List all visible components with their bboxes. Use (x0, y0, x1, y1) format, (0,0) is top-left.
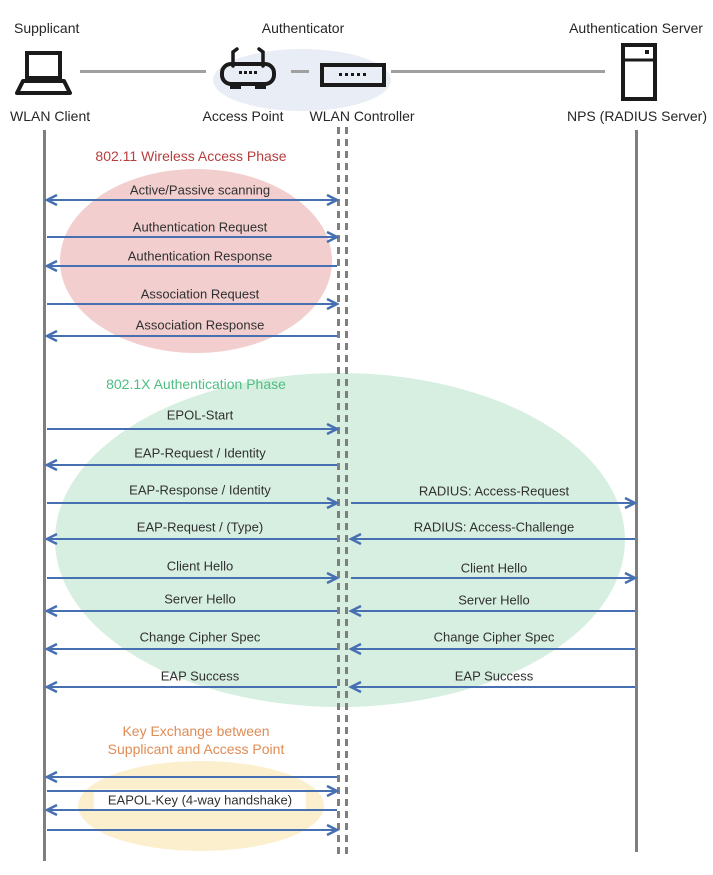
message-arrow (44, 770, 337, 784)
message-label: Association Response (135, 317, 265, 333)
access-point-icon (220, 47, 276, 89)
message-arrow (47, 230, 340, 244)
message-label: RADIUS: Access-Request (418, 483, 570, 499)
message-label: EAP-Response / Identity (129, 482, 271, 498)
message-label: Server Hello (458, 592, 530, 608)
message-arrow (47, 784, 340, 798)
connector-wlc-server (391, 70, 605, 73)
message-arrow (47, 571, 340, 585)
message-label: Association Request (140, 286, 260, 302)
message-label: RADIUS: Access-Challenge (413, 519, 575, 535)
lifeline-wlan-client (43, 130, 46, 861)
message-arrow (47, 297, 340, 311)
lifeline-authenticator-left (337, 127, 340, 857)
message-arrow (44, 642, 337, 656)
server-icon (621, 43, 657, 101)
message-arrow (348, 604, 635, 618)
device-label-nps-radius-server: NPS (RADIUS Server) (566, 108, 708, 124)
wlan-controller-icon (320, 63, 386, 87)
message-arrow (348, 532, 635, 546)
actor-role-authentication-server: Authentication Server (569, 20, 703, 36)
message-label: Client Hello (166, 558, 234, 574)
message-label: EAP-Request / Identity (134, 445, 266, 461)
message-arrow (348, 642, 635, 656)
device-label-wlan-controller: WLAN Controller (309, 108, 415, 124)
message-arrow (351, 571, 638, 585)
connector-ap-wlc (291, 70, 309, 73)
message-arrow (47, 823, 340, 837)
phase-80211-wireless-access-title: 802.11 Wireless Access Phase (95, 148, 287, 164)
message-label: Server Hello (164, 591, 236, 607)
message-label: Active/Passive scanning (129, 182, 271, 198)
message-label: Change Cipher Spec (433, 629, 555, 645)
message-label: Authentication Response (127, 248, 273, 264)
device-label-wlan-client: WLAN Client (10, 108, 91, 124)
authenticator-group-ellipse (213, 49, 391, 111)
laptop-icon (15, 51, 72, 95)
message-arrow (47, 422, 340, 436)
message-arrow (44, 680, 337, 694)
message-label: EAP-Request / (Type) (136, 519, 264, 535)
device-label-access-point: Access Point (202, 108, 284, 124)
message-arrow (44, 329, 337, 343)
message-arrow (44, 193, 340, 207)
message-label: EPOL-Start (166, 407, 234, 423)
connector-client-ap (80, 70, 206, 73)
message-arrow (44, 532, 337, 546)
message-arrow (47, 496, 340, 510)
message-label: EAP Success (160, 668, 240, 684)
lifeline-authenticator-right (345, 127, 348, 857)
message-label: Change Cipher Spec (139, 629, 261, 645)
message-arrow (44, 259, 337, 273)
message-arrow (44, 604, 337, 618)
message-label: EAPOL-Key (4-way handshake) (93, 789, 307, 811)
message-arrow (44, 458, 337, 472)
lifeline-radius-server (635, 130, 638, 852)
message-label: EAP Success (454, 668, 534, 684)
phase-8021x-authentication-title: 802.1X Authentication Phase (106, 376, 286, 392)
message-label: Authentication Request (132, 219, 268, 235)
message-arrow (351, 496, 638, 510)
actor-role-supplicant: Supplicant (14, 20, 80, 36)
message-arrow (44, 803, 337, 817)
message-arrow (348, 680, 635, 694)
actor-role-authenticator: Authenticator (261, 20, 345, 36)
message-label: Client Hello (460, 560, 528, 576)
